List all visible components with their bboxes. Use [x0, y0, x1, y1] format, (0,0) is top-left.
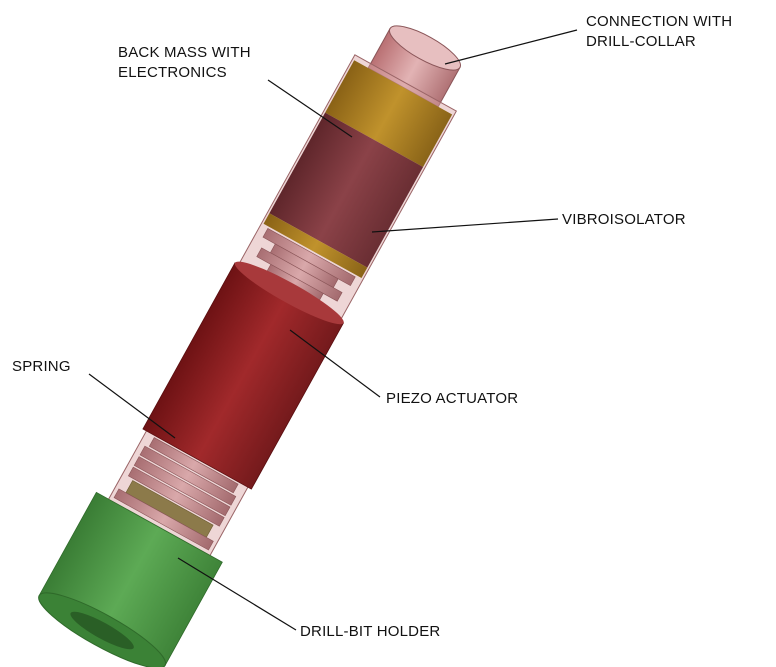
label-back-mass-line1: BACK MASS WITH [118, 44, 251, 61]
label-piezo: PIEZO ACTUATOR [386, 390, 519, 407]
label-holder: DRILL-BIT HOLDER [300, 623, 441, 640]
label-vibroisolator: VIBROISOLATOR [562, 211, 686, 228]
leader-lines [88, 29, 578, 631]
label-back-mass: BACK MASS WITH ELECTRONICS [118, 43, 251, 83]
label-spring: SPRING [12, 358, 71, 375]
label-connection-line2: DRILL-COLLAR [586, 33, 696, 50]
gold-band [325, 60, 453, 167]
label-back-mass-line2: ELECTRONICS [118, 64, 227, 81]
spring [113, 437, 239, 551]
back-mass [269, 112, 424, 268]
label-connection-line1: CONNECTION WITH [586, 13, 733, 30]
label-connection: CONNECTION WITH DRILL-COLLAR [586, 12, 732, 52]
